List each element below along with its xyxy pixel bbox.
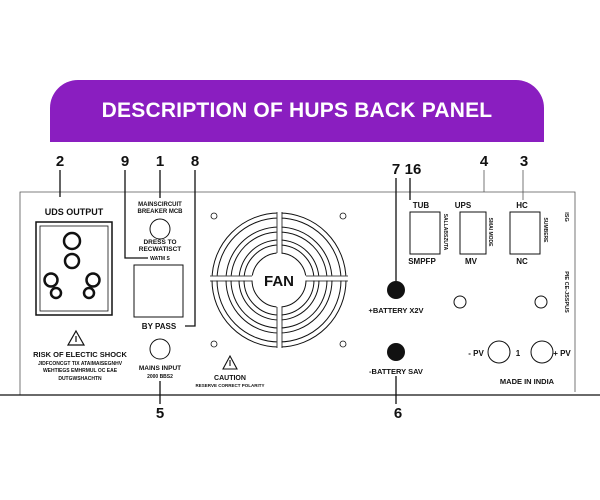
pv-negative-label: - PV: [468, 349, 484, 358]
tub-label: TUB: [413, 201, 430, 210]
hc-label: HC: [516, 201, 528, 210]
callout-2: 2: [56, 153, 64, 170]
mv-label: MV: [465, 257, 478, 266]
mcb-label: BREAKER MCB: [138, 209, 184, 215]
ups-label: UPS: [455, 201, 472, 210]
tub-side-label: SALLABSZUTA: [442, 214, 448, 251]
dress-label: RECWATISCT: [139, 246, 182, 253]
callout-16: 16: [405, 161, 422, 178]
pv-middle-label: 1: [516, 349, 521, 358]
battery-negative-terminal: [387, 343, 405, 361]
nc-label: NC: [516, 257, 528, 266]
caution-subtext: RESERVE CORRECT POLARITY: [196, 383, 265, 388]
battery-negative-label: -BATTERY SAV: [369, 367, 423, 376]
fan-label: FAN: [264, 273, 294, 290]
leader-lines: [59, 170, 524, 404]
uds-output-label: UDS OUTPUT: [45, 207, 104, 217]
battery-positive-terminal: [387, 281, 405, 299]
dress-label: DRESS TO: [143, 239, 176, 246]
bypass-label: BY PASS: [142, 322, 177, 331]
uds-output-socket: [35, 221, 113, 316]
bypass-switch: [133, 264, 184, 318]
mount-hole: [453, 295, 467, 309]
made-in-india-label: MADE IN INDIA: [500, 377, 555, 386]
callout-6: 6: [394, 405, 402, 422]
callout-9: 9: [121, 153, 129, 170]
mcb-label: MAINSCIRCUIT: [138, 202, 182, 208]
caution-label: CAUTION: [214, 375, 246, 382]
shock-warning-line: WEHTIEGS EMHRMUL OC EAE: [43, 368, 118, 374]
pv-positive-label: + PV: [553, 349, 571, 358]
title-banner: DESCRIPTION OF HUPS BACK PANEL: [50, 80, 544, 142]
mains-input-label: MAINS INPUT: [139, 365, 181, 372]
fan-grille-icon: [210, 210, 348, 350]
shock-warning-line: DUTGWSHACHTN: [58, 376, 102, 382]
callout-1: 1: [156, 153, 164, 170]
ups-mode-switch: [459, 211, 487, 255]
smpfp-label: SMPFP: [408, 257, 436, 266]
tub-switch: [409, 211, 441, 255]
shock-warning-title: RISK OF ELECTIC SHOCK: [33, 350, 127, 359]
pv-negative-terminal: [487, 340, 511, 364]
right-top-label: ISG: [563, 212, 569, 221]
mains-input-socket: [149, 338, 171, 360]
ups-side-label: SMAI MODE: [487, 218, 493, 248]
page-title: DESCRIPTION OF HUPS BACK PANEL: [101, 99, 493, 122]
callout-3: 3: [520, 153, 528, 170]
right-mid-label: PIE CE-JSSPUS: [563, 271, 569, 313]
battery-positive-label: +BATTERY X2V: [368, 306, 423, 315]
callout-4: 4: [480, 153, 489, 170]
panel-outline: [0, 191, 600, 396]
caution-icon: [222, 354, 238, 370]
callout-7: 7: [392, 161, 400, 178]
callout-8: 8: [191, 153, 199, 170]
hc-side-label: SUMBERE: [542, 217, 548, 243]
hc-switch: [509, 211, 541, 255]
mcb-breaker: [149, 218, 171, 240]
mount-hole: [534, 295, 548, 309]
shock-warning-line: JIDFCONCGT TIX ATAIMAISEGNHV: [38, 361, 123, 367]
pv-positive-terminal: [530, 340, 554, 364]
warning-icon: [66, 329, 86, 346]
callout-5: 5: [156, 405, 164, 422]
dress-label: WATM S: [150, 256, 170, 262]
mains-input-label: 2000 BBS2: [147, 374, 173, 380]
